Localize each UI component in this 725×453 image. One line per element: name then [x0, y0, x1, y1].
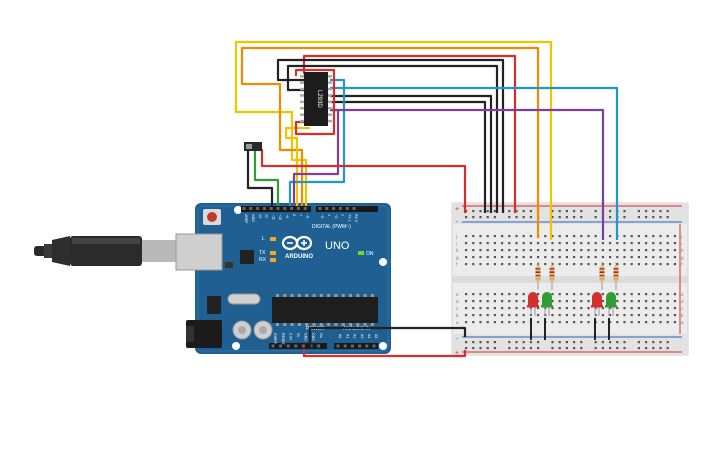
- digital-pin-label: TX 1: [347, 214, 351, 222]
- row-letter: a: [681, 320, 684, 325]
- arduino-board: L TX RX ON ARDUINO UNO DIGITAL (PWM~) PO…: [175, 203, 391, 354]
- digital-pin-label: GND: [251, 214, 255, 222]
- row-letter: h: [456, 248, 459, 253]
- arduino-logo-icon: [281, 235, 313, 251]
- row-letter: e: [681, 292, 684, 297]
- digital-pin-label: 4: [327, 214, 331, 216]
- rx-led-label: RX: [259, 257, 267, 263]
- rail-minus-bottom: -: [456, 336, 459, 343]
- led: [605, 292, 617, 316]
- digital-pin-label: 2: [341, 214, 345, 216]
- wires: [234, 40, 619, 358]
- tx-led-label: TX: [259, 250, 266, 256]
- resistor: [549, 262, 555, 290]
- digital-pin-label: 8: [292, 214, 296, 216]
- wire-red-bottom: [302, 349, 467, 358]
- wire-red-ic: [294, 68, 336, 136]
- digital-header-left: [241, 206, 311, 212]
- power-pin-label: GND: [311, 333, 315, 341]
- slide-switch[interactable]: [244, 142, 262, 151]
- analog-header: [334, 343, 378, 349]
- digital-pin-label: ~3: [334, 214, 338, 218]
- digital-pin-label: ~5: [320, 214, 324, 218]
- wire-yellow-1: [234, 40, 553, 240]
- row-letter: a: [456, 320, 459, 325]
- wire-black-4: [330, 100, 487, 213]
- digital-pin-label: ~9: [285, 214, 289, 218]
- ic-label: L293D: [316, 90, 322, 108]
- digital-pin-label: ~11: [271, 214, 275, 220]
- wire-black-bottom: [308, 326, 467, 349]
- analog-pin-label: A3: [360, 334, 364, 338]
- analog-pin-label: A0: [338, 334, 342, 338]
- power-pin-label: RESET: [281, 333, 285, 346]
- wire-yellow-2: [284, 126, 310, 206]
- power-pin-label: GND: [304, 333, 308, 341]
- wire-blue-1: [288, 78, 346, 206]
- resistor: [599, 262, 605, 290]
- power-pin-label: IOREF: [273, 333, 277, 345]
- row-letter: i: [456, 241, 457, 246]
- power-pin-label: 5V: [296, 333, 300, 338]
- board-model: UNO: [325, 240, 350, 252]
- row-letter: c: [456, 306, 459, 311]
- row-letter: d: [456, 299, 459, 304]
- digital-pin-label: 13: [258, 214, 262, 218]
- row-letter: f: [681, 262, 683, 267]
- power-pin-label: Vin: [319, 333, 323, 338]
- row-letter: b: [681, 313, 684, 318]
- analog-pin-label: A5: [374, 334, 378, 338]
- digital-pin-label: AREF: [244, 214, 248, 224]
- digital-pin-label: ~10: [278, 214, 282, 220]
- led: [591, 292, 603, 316]
- power-pin-label: 3.3V: [288, 333, 292, 341]
- wire-green-switch: [253, 150, 280, 206]
- row-letter: h: [681, 248, 684, 253]
- digital-pin-label: 7: [299, 214, 303, 216]
- row-letter: b: [456, 313, 459, 318]
- digital-pin-label: RX 0: [354, 214, 358, 222]
- l293d-chip: L293D: [300, 72, 332, 126]
- resistor: [613, 262, 619, 290]
- wire-purple-2: [330, 108, 605, 240]
- l-led-label: L: [262, 236, 265, 242]
- analog-pin-label: A1: [345, 334, 349, 338]
- rail-plus-top: +: [455, 206, 459, 213]
- wire-black-3: [330, 94, 493, 213]
- power-jack: [186, 320, 222, 348]
- row-letter: d: [681, 299, 684, 304]
- power-header: [269, 343, 327, 349]
- digital-header-label: DIGITAL (PWM~): [312, 224, 351, 230]
- analog-pin-label: A4: [367, 334, 371, 338]
- wire-orange: [240, 46, 540, 238]
- board-brand: ARDUINO: [285, 254, 313, 260]
- resistor: [535, 262, 541, 290]
- rail-minus-top: -: [456, 219, 459, 226]
- row-letter: c: [681, 306, 684, 311]
- row-letter: j: [455, 234, 457, 239]
- analog-pin-label: A2: [353, 334, 357, 338]
- row-letter: j: [680, 234, 682, 239]
- row-letter: g: [681, 255, 684, 260]
- digital-pin-label: 12: [265, 214, 269, 218]
- on-led-label: ON: [366, 251, 374, 257]
- atmega-chip: [272, 297, 378, 323]
- led: [527, 292, 539, 316]
- row-letter: e: [456, 292, 459, 297]
- wire-black-2: [286, 64, 499, 213]
- row-letter: f: [456, 262, 458, 267]
- wire-blue-2: [330, 86, 619, 240]
- led: [541, 292, 553, 316]
- row-letter: g: [456, 255, 459, 260]
- rail-plus-bottom: +: [455, 350, 459, 357]
- row-letter: i: [681, 241, 682, 246]
- digital-pin-label: ~6: [305, 214, 309, 218]
- wire-black-switch: [246, 150, 274, 206]
